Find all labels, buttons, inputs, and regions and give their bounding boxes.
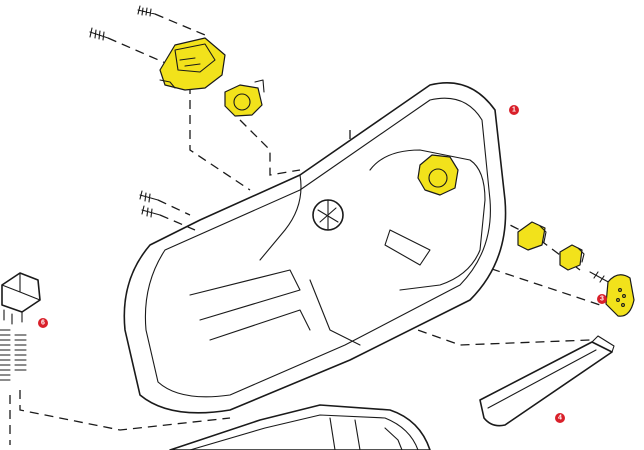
screw-top-1 <box>137 5 206 36</box>
lock-ring <box>417 154 459 196</box>
lock-cylinder-seat <box>224 79 265 117</box>
callout-dot-1 <box>509 105 519 115</box>
screw-left-1 <box>139 190 191 216</box>
handle-bar <box>479 335 615 427</box>
svg-text:1: 1 <box>512 107 516 114</box>
callout-6: 6 <box>38 318 48 328</box>
callout-4: 4 <box>555 413 565 423</box>
lock-barrel-1 <box>517 221 547 251</box>
case-lid <box>123 81 507 414</box>
screw-top-2 <box>89 27 171 66</box>
key <box>589 271 635 317</box>
svg-text:3: 3 <box>600 296 604 303</box>
lower-case <box>169 404 431 450</box>
screw-left-2 <box>141 205 196 231</box>
svg-text:4: 4 <box>558 415 562 422</box>
lock-housing <box>159 37 226 91</box>
svg-text:6: 6 <box>41 320 45 327</box>
lock-barrel-2 <box>559 244 585 271</box>
side-latch <box>0 272 41 381</box>
callout-3: 3 <box>597 294 607 304</box>
callout-1: 1 <box>509 105 519 115</box>
screws <box>89 5 206 231</box>
key-head <box>605 274 635 317</box>
latch-springs <box>0 329 27 381</box>
